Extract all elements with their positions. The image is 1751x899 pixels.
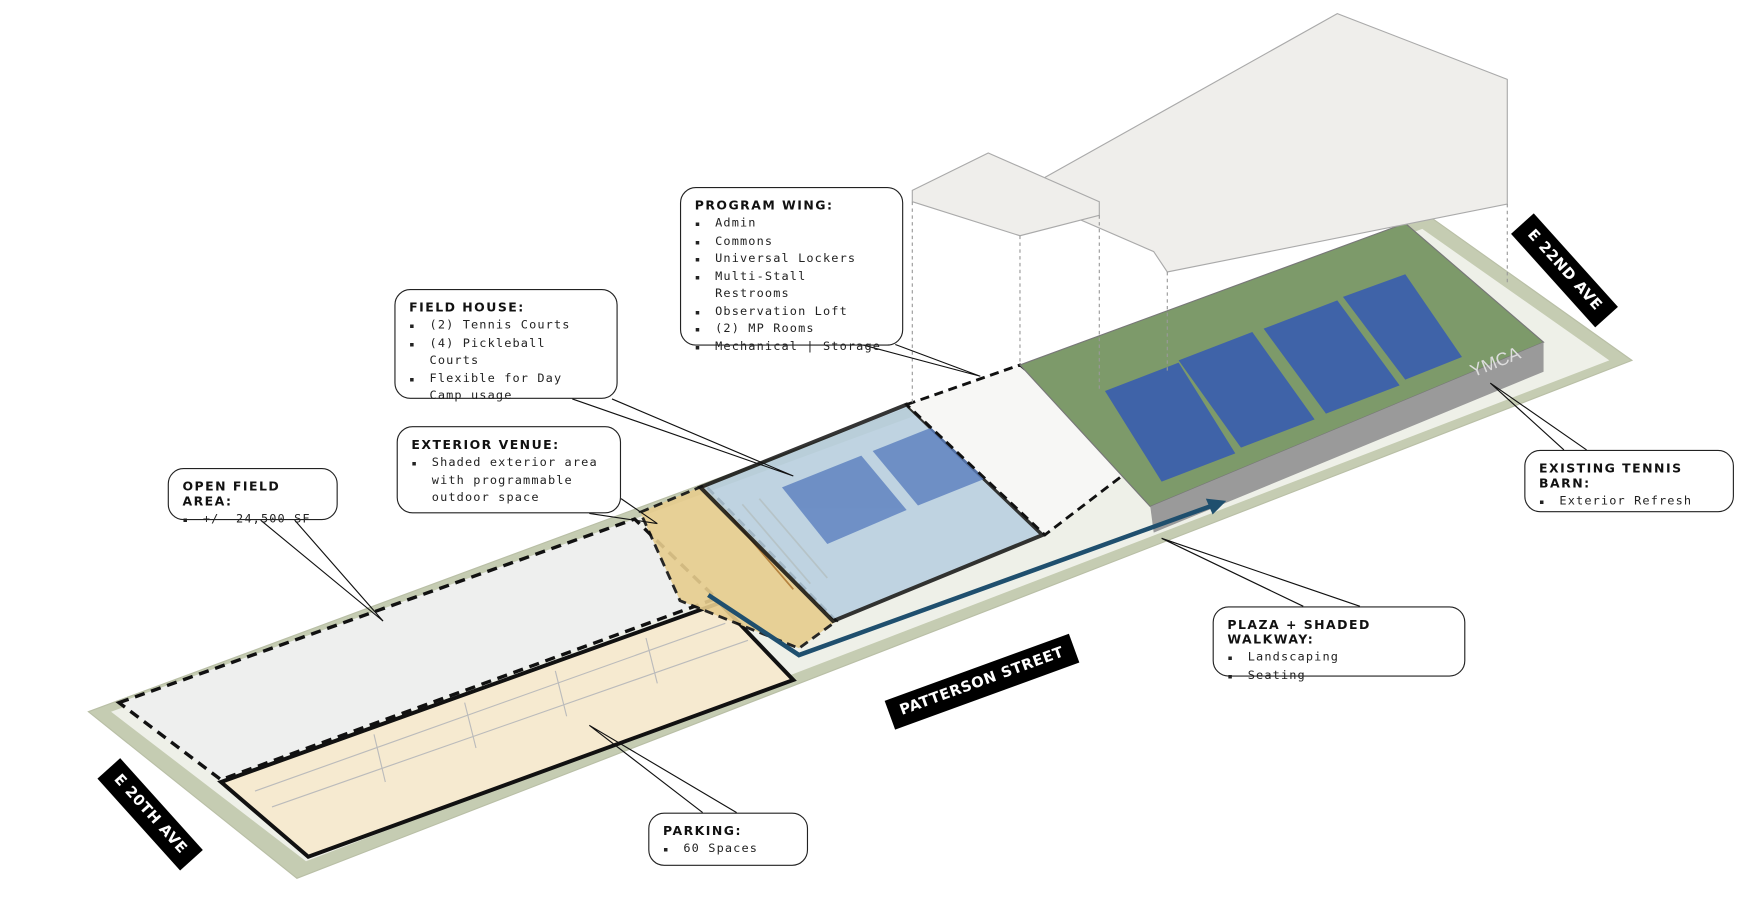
callout-title: EXISTING TENNIS BARN:: [1539, 461, 1683, 491]
list-item: (2) Tennis Courts: [409, 317, 603, 335]
callout-title: PLAZA + SHADED WALKWAY:: [1227, 617, 1371, 648]
list-item: Shaded exterior area with programmable o…: [411, 454, 606, 507]
list-item: Observation Loft: [695, 303, 889, 321]
callout-exterior-venue: EXTERIOR VENUE: Shaded exterior area wit…: [396, 426, 622, 514]
exterior-venue: [638, 483, 839, 650]
list-item: Flexible for Day Camp usage: [409, 370, 603, 405]
list-item: +/- 24,500 SF: [182, 511, 323, 529]
callout-title: OPEN FIELD AREA:: [182, 479, 281, 509]
tennis-barn-wall: [1150, 342, 1544, 533]
callout-tennis-barn: EXISTING TENNIS BARN: Exterior Refresh: [1524, 449, 1734, 513]
list-item: Multi-Stall Restrooms: [695, 268, 889, 303]
list-item: 60 Spaces: [663, 841, 793, 859]
list-item: (4) Pickleball Courts: [409, 335, 603, 370]
list-item: (2) MP Rooms: [695, 321, 889, 339]
callout-open-field: OPEN FIELD AREA: +/- 24,500 SF: [167, 468, 338, 528]
walkway-arrow: [707, 503, 1214, 658]
callout-title: EXTERIOR VENUE:: [411, 437, 560, 453]
list-item: Commons: [695, 233, 889, 251]
open-field-area: [115, 517, 720, 782]
leader-lines: [260, 343, 1587, 814]
tennis-barn-courts: [1104, 274, 1462, 482]
parking-stalls: [254, 622, 749, 808]
callout-parking: PARKING: 60 Spaces: [648, 812, 809, 866]
parking-lot: [217, 600, 797, 860]
list-item: Admin: [695, 215, 889, 233]
list-item: Exterior Refresh: [1539, 493, 1719, 511]
callout-program-wing: PROGRAM WING: Admin Commons Universal Lo…: [679, 186, 904, 355]
callout-title: FIELD HOUSE:: [409, 300, 525, 316]
callout-plaza: PLAZA + SHADED WALKWAY: Landscaping Seat…: [1212, 606, 1466, 684]
callout-field-house: FIELD HOUSE: (2) Tennis Courts (4) Pickl…: [394, 288, 618, 402]
callout-title: PROGRAM WING:: [694, 198, 834, 214]
list-item: Universal Lockers: [695, 250, 889, 268]
callout-title: PARKING:: [662, 823, 742, 839]
list-item: Landscaping: [1227, 649, 1450, 667]
walkway-arrow-head: [1205, 498, 1227, 515]
list-item: Mechanical | Storage: [695, 338, 889, 356]
roof-projection-lines: [911, 201, 1508, 403]
list-item: Seating: [1227, 667, 1450, 685]
